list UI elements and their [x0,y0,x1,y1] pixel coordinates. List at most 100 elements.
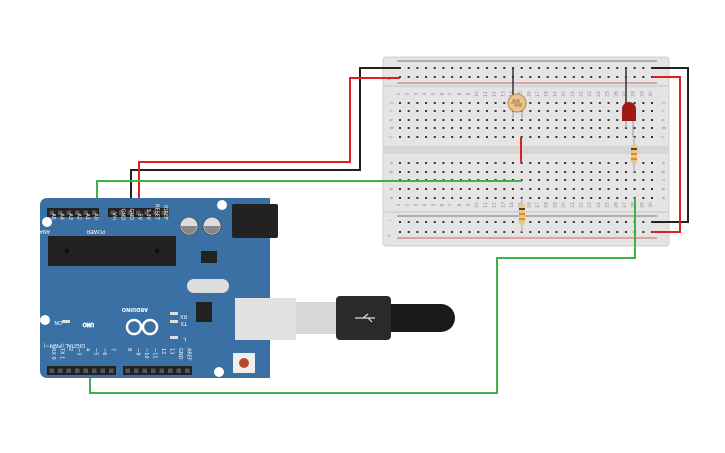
breadboard-hole[interactable] [459,136,462,138]
header-pin[interactable] [159,368,165,374]
breadboard-hole[interactable] [607,188,610,190]
header-pin[interactable] [49,368,55,374]
breadboard-hole[interactable] [642,171,645,173]
breadboard-hole[interactable] [407,110,410,112]
breadboard-hole[interactable] [407,127,410,129]
breadboard-hole[interactable] [555,136,558,138]
breadboard-hole[interactable] [581,162,584,164]
breadboard-hole[interactable] [642,119,645,121]
breadboard-hole[interactable] [511,171,514,173]
rail-hole[interactable] [433,76,436,78]
breadboard-hole[interactable] [607,127,610,129]
breadboard-hole[interactable] [407,171,410,173]
rail-hole[interactable] [425,231,428,233]
breadboard-hole[interactable] [399,102,401,104]
resistor-led[interactable] [631,137,637,172]
rail-hole[interactable] [529,221,532,223]
breadboard-hole[interactable] [520,188,523,190]
rail-hole[interactable] [442,221,445,223]
breadboard-hole[interactable] [590,171,593,173]
breadboard-hole[interactable] [590,119,593,121]
breadboard-hole[interactable] [433,119,436,121]
breadboard-hole[interactable] [607,171,610,173]
breadboard-hole[interactable] [624,162,627,164]
rail-hole[interactable] [546,231,549,233]
rail-hole[interactable] [572,231,575,233]
breadboard-hole[interactable] [616,171,619,173]
header-pin[interactable] [151,368,156,374]
rail-hole[interactable] [590,67,593,69]
rail-hole[interactable] [624,221,627,223]
rail-hole[interactable] [538,76,541,78]
resistor-ldr[interactable] [519,198,525,232]
breadboard-hole[interactable] [511,127,514,129]
rail-hole[interactable] [598,231,601,233]
breadboard-hole[interactable] [433,197,436,199]
breadboard-hole[interactable] [468,119,471,121]
breadboard-hole[interactable] [642,188,645,190]
rail-hole[interactable] [529,231,532,233]
rail-hole[interactable] [529,76,532,78]
rail-hole[interactable] [485,231,488,233]
breadboard-hole[interactable] [642,179,645,181]
breadboard-hole[interactable] [503,110,506,112]
breadboard-hole[interactable] [607,110,610,112]
breadboard-hole[interactable] [538,102,541,104]
breadboard-hole[interactable] [477,127,480,129]
rail-hole[interactable] [581,231,584,233]
breadboard-hole[interactable] [555,197,558,199]
breadboard-hole[interactable] [633,127,636,129]
header-pin[interactable] [75,210,80,216]
rail-hole[interactable] [459,231,462,233]
rail-hole[interactable] [416,76,419,78]
breadboard-hole[interactable] [607,119,610,121]
breadboard-hole[interactable] [425,136,428,138]
breadboard-hole[interactable] [564,179,567,181]
rail-hole[interactable] [468,67,471,69]
breadboard-hole[interactable] [485,127,488,129]
breadboard-hole[interactable] [425,127,428,129]
rail-hole[interactable] [503,221,506,223]
breadboard-hole[interactable] [538,136,541,138]
header-pin[interactable] [127,210,133,216]
breadboard-hole[interactable] [598,179,601,181]
breadboard-hole[interactable] [529,127,532,129]
breadboard-hole[interactable] [477,102,480,104]
rail-hole[interactable] [416,231,419,233]
breadboard-hole[interactable] [407,162,410,164]
breadboard-hole[interactable] [633,136,636,138]
breadboard-hole[interactable] [468,127,471,129]
breadboard-hole[interactable] [442,162,445,164]
breadboard-hole[interactable] [572,197,575,199]
breadboard-hole[interactable] [546,102,549,104]
breadboard-hole[interactable] [433,127,436,129]
breadboard-hole[interactable] [555,179,558,181]
led-red[interactable] [622,68,636,137]
header-pin[interactable] [83,368,89,374]
breadboard-hole[interactable] [477,188,480,190]
rail-hole[interactable] [442,67,445,69]
rail-hole[interactable] [546,76,549,78]
rail-hole[interactable] [459,76,462,78]
breadboard-hole[interactable] [503,171,506,173]
breadboard-hole[interactable] [651,162,654,164]
header-pin[interactable] [58,368,63,374]
breadboard-hole[interactable] [642,110,645,112]
breadboard-hole[interactable] [503,127,506,129]
breadboard-hole[interactable] [416,110,419,112]
rail-hole[interactable] [477,67,480,69]
rail-hole[interactable] [607,221,610,223]
breadboard-hole[interactable] [572,171,575,173]
breadboard-hole[interactable] [459,110,462,112]
breadboard-hole[interactable] [616,127,619,129]
breadboard-hole[interactable] [459,162,462,164]
rail-hole[interactable] [598,76,601,78]
breadboard-hole[interactable] [529,197,532,199]
breadboard-hole[interactable] [624,171,627,173]
breadboard-hole[interactable] [494,171,497,173]
breadboard-hole[interactable] [538,179,541,181]
breadboard-hole[interactable] [442,171,445,173]
breadboard-hole[interactable] [503,197,506,199]
breadboard-hole[interactable] [607,179,610,181]
